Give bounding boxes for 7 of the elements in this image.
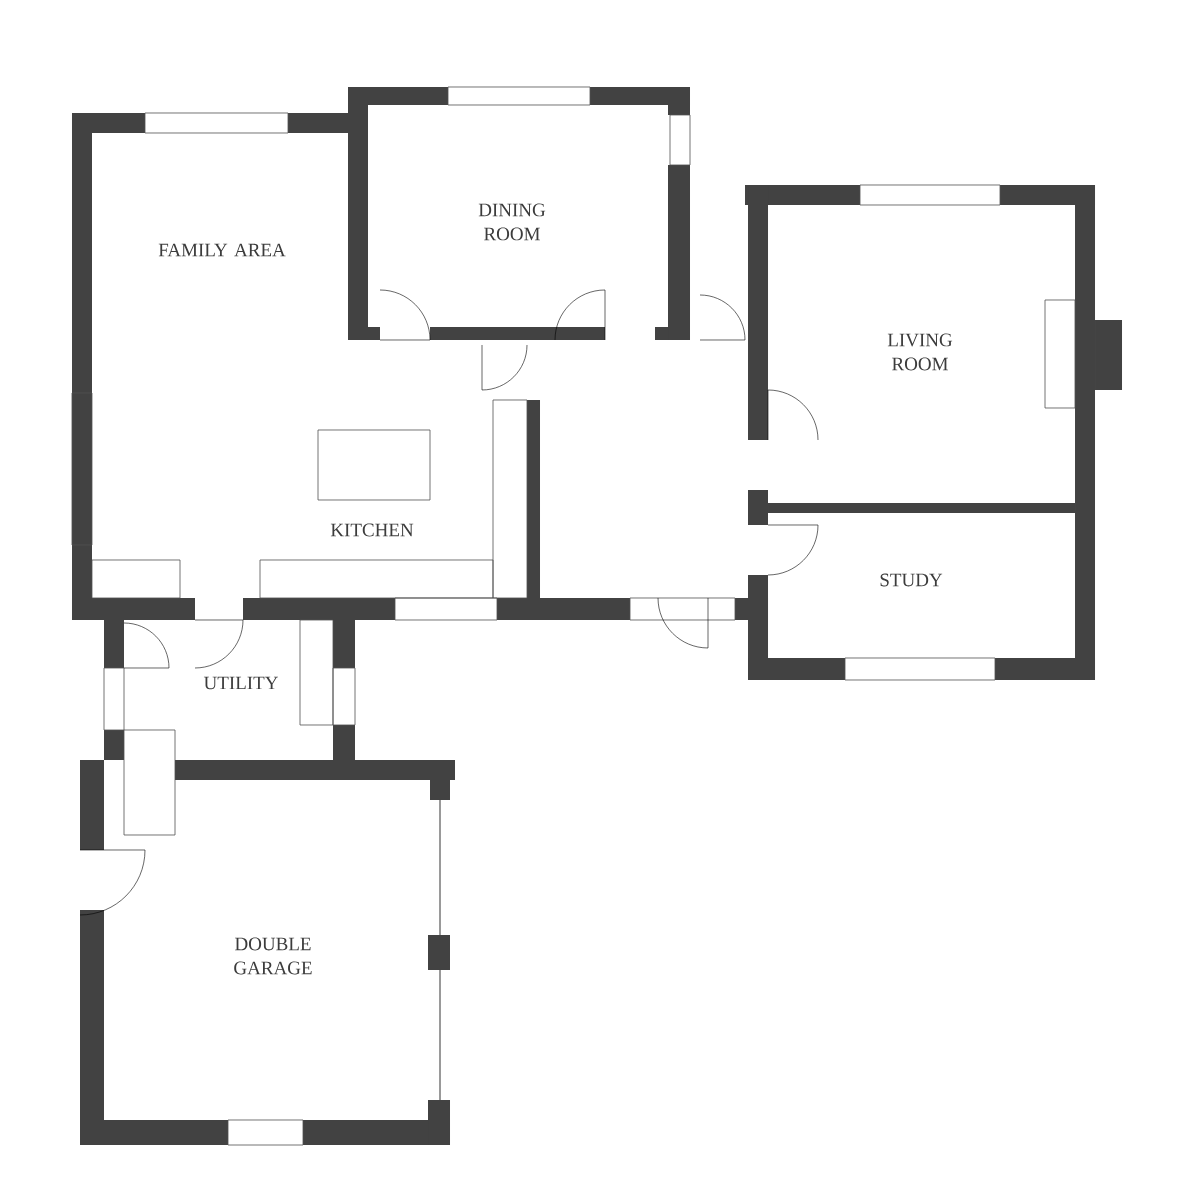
room-label: UTILITY <box>203 676 278 690</box>
room-label: DINING ROOM <box>478 203 546 241</box>
room-label: DOUBLE GARAGE <box>234 937 312 975</box>
room-label: STUDY <box>880 573 943 587</box>
room-label: FAMILY AREA <box>158 243 286 257</box>
room-label: KITCHEN <box>330 523 414 537</box>
room-label: LIVING ROOM <box>887 333 953 371</box>
